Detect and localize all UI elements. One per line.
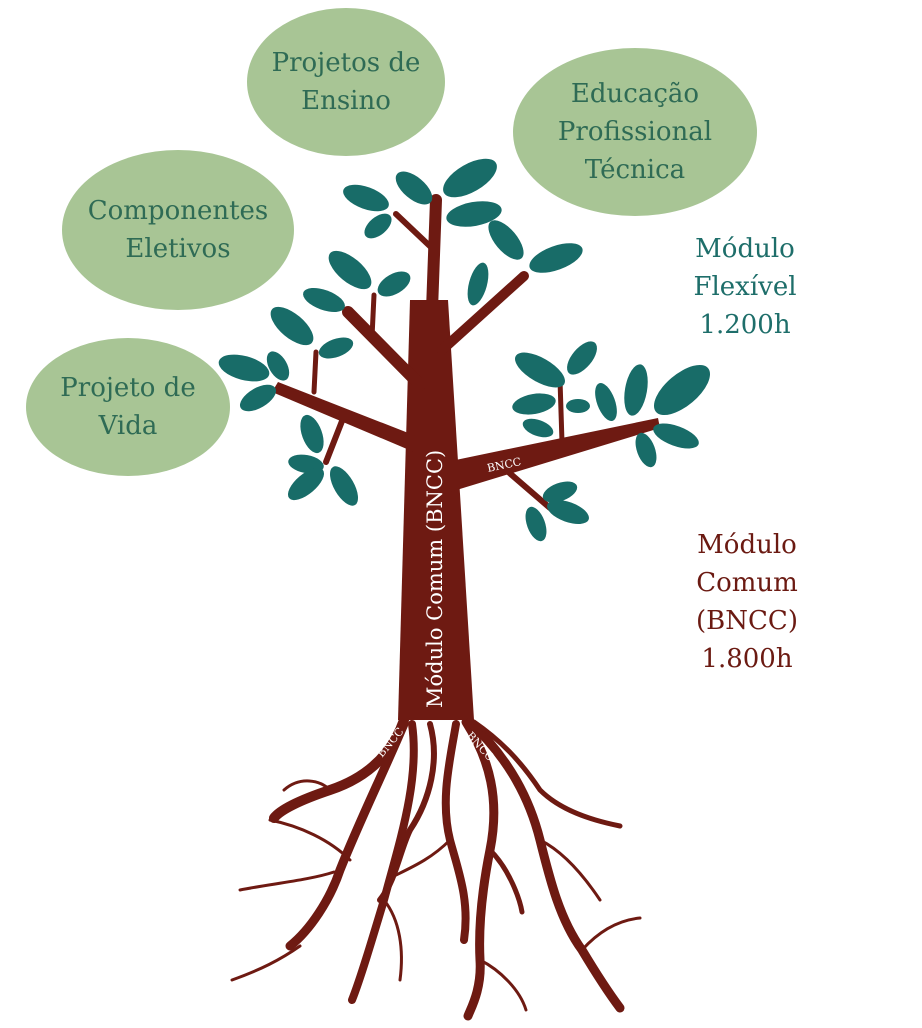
leaf [522,418,554,438]
leaf [566,399,590,413]
trunk [398,300,474,720]
leaf [467,262,489,306]
leaf [303,287,345,313]
leaf [330,466,358,506]
branch-right-twig2 [503,467,553,511]
leaf [239,384,277,412]
branch-upper-left [342,306,426,391]
leaf [529,243,583,273]
leaf [266,351,290,381]
branch-right-twig1 [557,377,565,445]
leaf [443,158,497,198]
leaf [218,354,270,382]
leaf [343,184,389,212]
leaf [635,432,657,468]
leaf [364,213,392,239]
leaf [488,220,524,260]
leaves [218,158,711,542]
branch-left-twig1 [311,349,319,395]
leaf [567,341,597,375]
leaf [547,499,589,525]
leaf [515,352,565,388]
leaf [653,423,699,449]
branch-upper-right [437,271,529,355]
leaf [512,393,556,415]
leaf [287,467,325,501]
modulo-comum-label: Módulo Comum (BNCC) 1.800h [696,530,798,674]
leaf [300,414,324,454]
branch-right-bncc [446,418,660,492]
leaf [653,364,711,416]
leaf [446,201,502,227]
branch-top-left [393,211,437,253]
leaf [377,271,411,297]
trunk-label: Módulo Comum (BNCC) [423,450,447,708]
leaf [525,506,547,542]
branch-upper-left-twig [369,292,377,340]
roots [230,715,642,1021]
leaf [270,306,314,346]
modulo-flexivel-label: Módulo Flexível 1.200h [693,234,797,340]
leaf [542,481,578,503]
branch-left-twig2 [323,413,347,465]
leaf [595,382,617,422]
leaf [328,250,372,290]
leaf [318,337,354,359]
branch-top-main [426,194,442,316]
leaf [624,364,648,416]
leaf [395,171,433,205]
